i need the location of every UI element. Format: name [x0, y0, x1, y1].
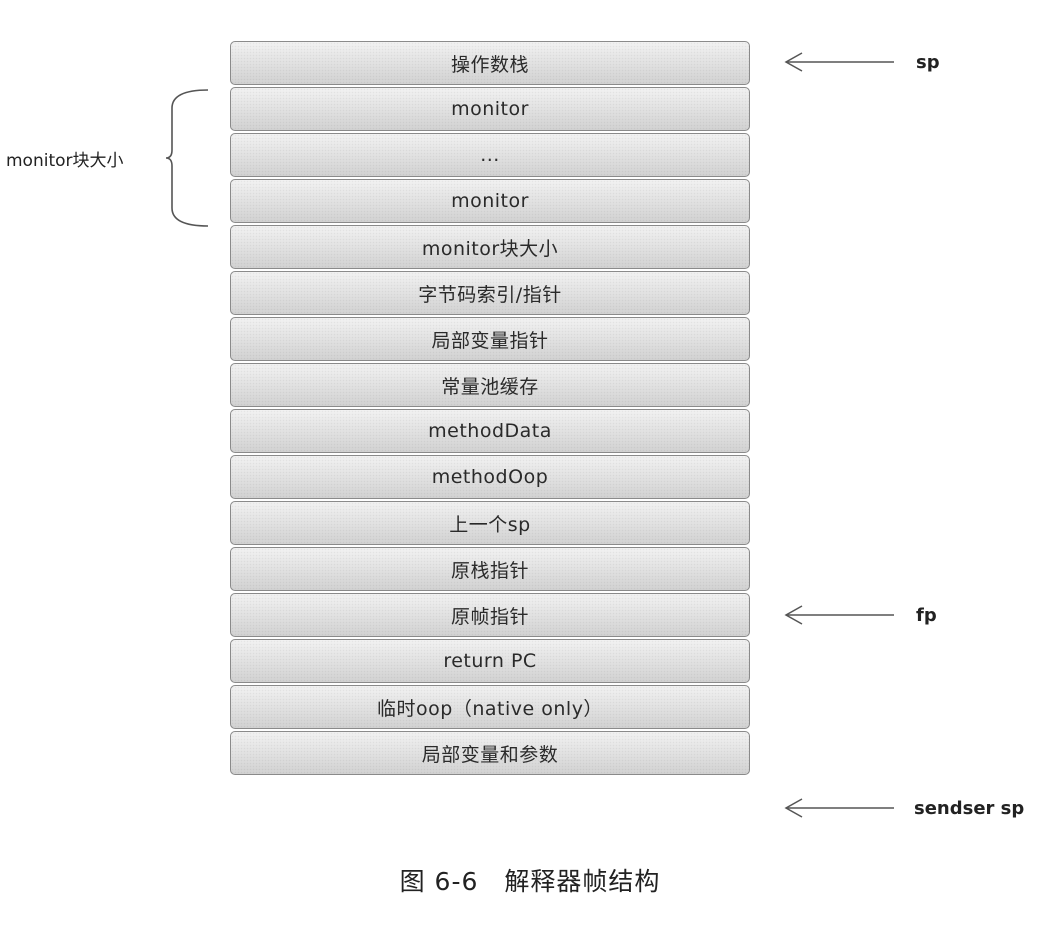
fp-pointer: fp [784, 603, 937, 627]
slot-operand-stack: 操作数栈 [230, 41, 750, 85]
monitor-block-size-label: monitor块大小 [6, 151, 124, 171]
slot-previous-sp: 上一个sp [230, 501, 750, 545]
sp-pointer: sp [784, 50, 940, 74]
sender-sp-pointer: sendser sp [784, 796, 1024, 820]
sp-label: sp [916, 51, 940, 73]
curly-brace-icon [165, 89, 209, 227]
slot-temp-oop: 临时oop（native only） [230, 685, 750, 729]
slot-monitor-first: monitor [230, 87, 750, 131]
slot-monitor-last: monitor [230, 179, 750, 223]
slot-bytecode-index-pointer: 字节码索引/指针 [230, 271, 750, 315]
slot-monitor-block-size: monitor块大小 [230, 225, 750, 269]
slot-locals-and-params: 局部变量和参数 [230, 731, 750, 775]
slot-original-frame-pointer: 原帧指针 [230, 593, 750, 637]
slot-return-pc: return PC [230, 639, 750, 683]
slot-method-oop: methodOop [230, 455, 750, 499]
slot-method-data: methodData [230, 409, 750, 453]
left-arrow-icon [784, 52, 894, 72]
interpreter-frame-stack: 操作数栈 monitor ... monitor monitor块大小 字节码索… [230, 41, 750, 777]
slot-original-stack-pointer: 原栈指针 [230, 547, 750, 591]
figure-caption: 图 6-6 解释器帧结构 [399, 867, 661, 896]
slot-local-variable-pointer: 局部变量指针 [230, 317, 750, 361]
left-arrow-icon [784, 798, 894, 818]
slot-monitor-ellipsis: ... [230, 133, 750, 177]
fp-label: fp [916, 604, 937, 626]
slot-constant-pool-cache: 常量池缓存 [230, 363, 750, 407]
left-arrow-icon [784, 605, 894, 625]
sender-sp-label: sendser sp [914, 797, 1025, 819]
